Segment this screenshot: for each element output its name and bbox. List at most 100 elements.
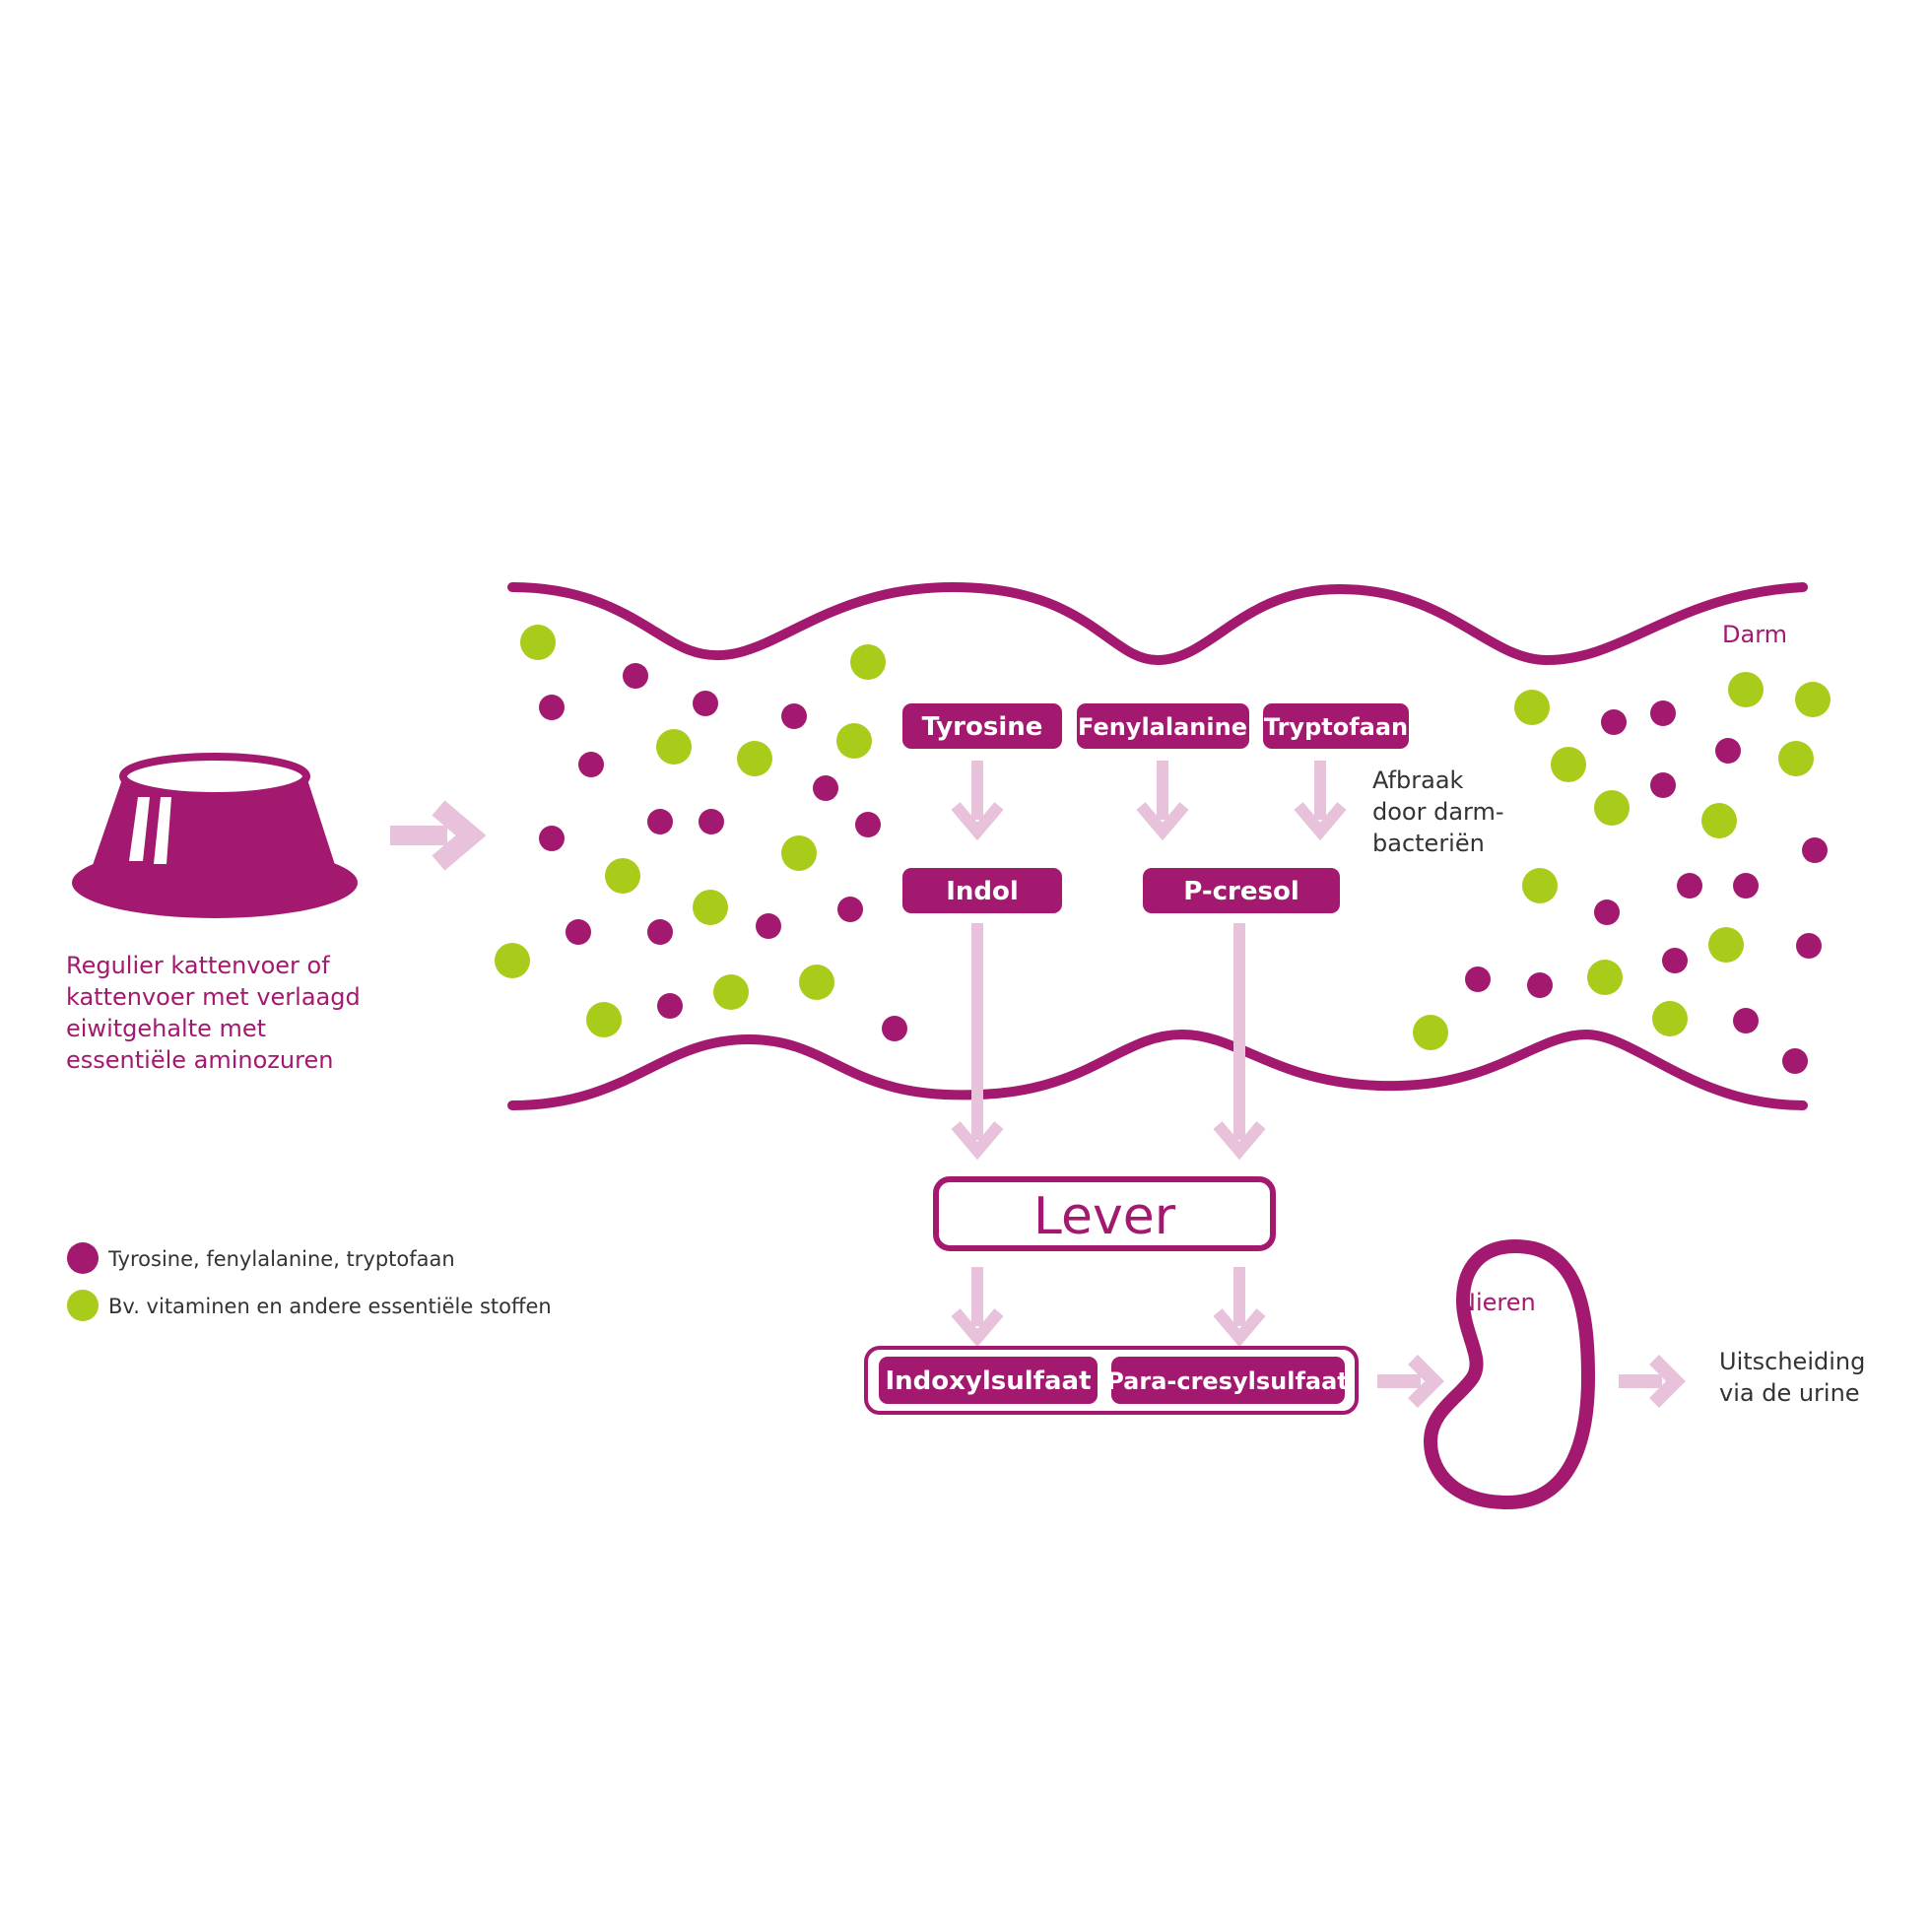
particle-amino-acid	[837, 897, 863, 922]
particle-amino-acid	[578, 752, 604, 777]
breakdown-note-line-3: bacteriën	[1372, 830, 1485, 857]
particle-nutrient	[495, 943, 530, 978]
particle-nutrient	[1514, 690, 1550, 725]
particle-amino-acid	[756, 913, 781, 939]
food-caption-line-2: kattenvoer met verlaagd	[66, 983, 361, 1011]
particle-amino-acid	[657, 993, 683, 1019]
arrow-right-icon	[1619, 1355, 1686, 1408]
amino-acid-pill-fenylalanine: Fenylalanine	[1077, 703, 1249, 749]
particle-amino-acid	[1733, 1008, 1759, 1033]
particle-nutrient	[605, 858, 640, 894]
particle-amino-acid	[781, 703, 807, 729]
particle-nutrient	[1522, 868, 1558, 903]
particle-amino-acid	[1796, 933, 1822, 959]
particle-nutrient	[1652, 1001, 1688, 1036]
particle-amino-acid	[693, 691, 718, 716]
toxin-pill-indoxylsulfaat: Indoxylsulfaat	[879, 1357, 1098, 1404]
particle-amino-acid	[1594, 899, 1620, 925]
toxin-label: Indoxylsulfaat	[885, 1366, 1091, 1396]
particle-nutrient	[1587, 960, 1623, 995]
particle-nutrient	[799, 965, 834, 1000]
liver-label: Lever	[1033, 1187, 1176, 1246]
particle-amino-acid	[1465, 966, 1491, 992]
excretion-line-1: Uitscheiding	[1719, 1348, 1865, 1375]
metabolite-label: P-cresol	[1183, 877, 1299, 906]
kidney-label: Nieren	[1458, 1289, 1536, 1316]
particle-amino-acid	[539, 826, 565, 851]
particle-amino-acid	[813, 775, 838, 801]
amino-acid-label: Fenylalanine	[1078, 713, 1247, 741]
breakdown-note-line-1: Afbraak	[1372, 766, 1464, 794]
food-caption-line-4: essentiële aminozuren	[66, 1046, 333, 1074]
particle-nutrient	[520, 625, 556, 660]
particle-nutrient	[693, 890, 728, 925]
particle-amino-acid	[539, 695, 565, 720]
toxin-container: Indoxylsulfaat Para-cresylsulfaat	[864, 1346, 1359, 1415]
particle-amino-acid	[1715, 738, 1741, 764]
particle-amino-acid	[647, 919, 673, 945]
kidney-icon	[1423, 1238, 1596, 1510]
particle-amino-acid	[882, 1016, 907, 1041]
intestine-label: Darm	[1722, 621, 1787, 648]
arrow-down-icon	[1298, 761, 1342, 832]
metabolite-label: Indol	[946, 877, 1019, 906]
particle-nutrient	[1551, 747, 1586, 782]
particle-nutrient	[781, 835, 817, 871]
particle-nutrient	[1708, 927, 1744, 963]
particle-amino-acid	[1662, 948, 1688, 973]
breakdown-note: Afbraak door darm- bacteriën	[1372, 766, 1504, 857]
legend-magenta-dot	[67, 1242, 99, 1274]
particle-amino-acid	[623, 663, 648, 689]
arrow-down-icon	[951, 923, 1004, 1161]
amino-acid-pill-tryptofaan: Tryptofaan	[1263, 703, 1409, 749]
particle-amino-acid	[1650, 772, 1676, 798]
legend: Tyrosine, fenylalanine, tryptofaan Bv. v…	[67, 1242, 552, 1321]
legend-lime-label: Bv. vitaminen en andere essentiële stoff…	[108, 1295, 552, 1318]
particle-amino-acid	[1677, 873, 1702, 899]
particle-amino-acid	[1782, 1048, 1808, 1074]
amino-acid-label: Tyrosine	[922, 712, 1043, 742]
metabolite-pill-p-cresol: P-cresol	[1143, 868, 1340, 913]
arrow-down-icon	[1141, 761, 1184, 832]
particle-nutrient	[1728, 672, 1764, 707]
particle-amino-acid	[566, 919, 591, 945]
excretion-line-2: via de urine	[1719, 1379, 1860, 1407]
cat-food-bowl-icon	[72, 753, 358, 918]
excretion-note: Uitscheiding via de urine	[1719, 1348, 1865, 1407]
particle-amino-acid	[699, 809, 724, 834]
intestine-walls	[507, 582, 1808, 1110]
intestine-particles	[495, 625, 1831, 1074]
particle-amino-acid	[1601, 709, 1627, 735]
liver-box: Lever	[933, 1176, 1276, 1251]
particle-amino-acid	[1802, 837, 1828, 863]
arrow-down-icon	[956, 761, 999, 832]
metabolite-pill-indol: Indol	[902, 868, 1062, 913]
particle-nutrient	[1701, 803, 1737, 838]
toxin-pill-para-cresylsulfaat: Para-cresylsulfaat	[1106, 1357, 1349, 1404]
particle-amino-acid	[1733, 873, 1759, 899]
particle-nutrient	[713, 974, 749, 1010]
particle-amino-acid	[1650, 700, 1676, 726]
particle-nutrient	[1594, 790, 1630, 826]
amino-acid-pill-tyrosine: Tyrosine	[902, 703, 1062, 749]
particle-amino-acid	[647, 809, 673, 834]
amino-acid-label: Tryptofaan	[1264, 713, 1408, 741]
legend-lime-dot	[67, 1290, 99, 1321]
particle-nutrient	[1795, 682, 1831, 717]
arrow-down-icon	[1213, 923, 1266, 1161]
toxin-label: Para-cresylsulfaat	[1106, 1367, 1349, 1395]
particle-amino-acid	[855, 812, 881, 837]
arrow-down-icon	[956, 1267, 999, 1338]
food-caption: Regulier kattenvoer of kattenvoer met ve…	[66, 952, 361, 1074]
particle-nutrient	[737, 741, 772, 776]
particle-nutrient	[850, 644, 886, 680]
particle-nutrient	[586, 1002, 622, 1037]
arrow-right-icon	[1377, 1355, 1444, 1408]
arrow-down-icon	[1218, 1267, 1261, 1338]
breakdown-note-line-2: door darm-	[1372, 798, 1504, 826]
particle-nutrient	[656, 729, 692, 765]
legend-magenta-label: Tyrosine, fenylalanine, tryptofaan	[107, 1247, 455, 1271]
particle-nutrient	[836, 723, 872, 759]
arrow-right-icon	[390, 800, 487, 871]
